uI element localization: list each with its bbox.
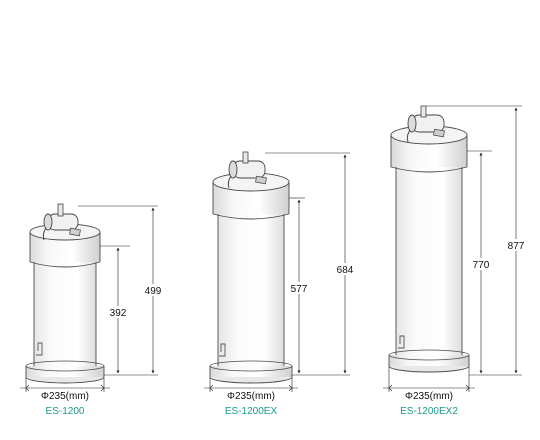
cylinder-body — [209, 172, 293, 384]
body-height-label: 770 — [473, 260, 490, 271]
unit-es-1200ex2: 877 770 Φ235(mm) ES-1200EX2 — [383, 105, 529, 417]
cylinder-body — [388, 125, 470, 373]
total-height-label: 499 — [145, 286, 162, 297]
model-label: ES-1200EX — [225, 406, 278, 417]
motor-unit — [227, 151, 267, 189]
unit-es-1200ex: 684 577 Φ235(mm) ES-1200EX — [204, 151, 358, 417]
total-height-label: 684 — [337, 265, 354, 276]
body-height-label: 392 — [110, 308, 127, 319]
body-height-label: 577 — [291, 284, 308, 295]
diameter-label: Φ235(mm) — [405, 391, 453, 402]
motor-unit — [406, 105, 445, 143]
unit-es-1200: 499 392 Φ235(mm) ES-1200 — [20, 203, 166, 417]
cylinder-body — [25, 223, 105, 384]
model-label: ES-1200 — [46, 406, 85, 417]
total-height-label: 877 — [508, 241, 525, 252]
diameter-label: Φ235(mm) — [41, 391, 89, 402]
model-label: ES-1200EX2 — [400, 406, 458, 417]
motor-unit — [42, 203, 81, 241]
diameter-label: Φ235(mm) — [227, 391, 275, 402]
